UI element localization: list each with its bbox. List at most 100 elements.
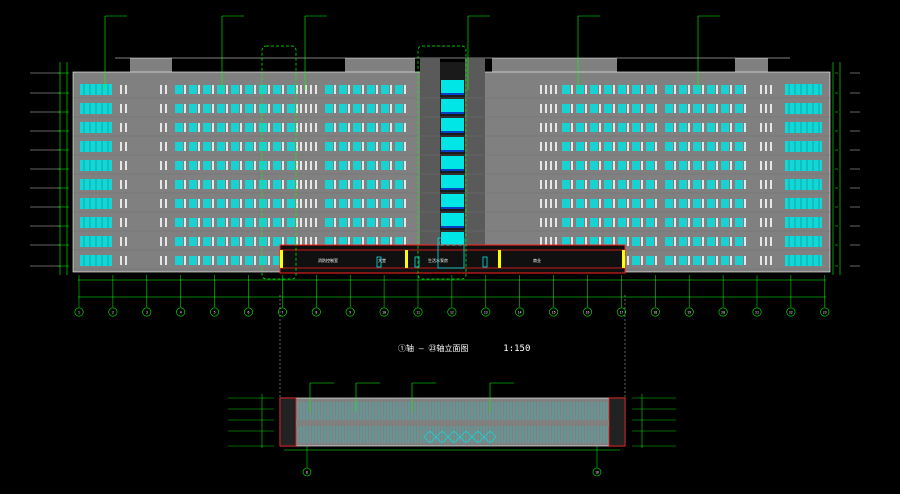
window-pane (562, 218, 570, 227)
window-pane (395, 180, 403, 189)
window-pane (693, 237, 701, 246)
window-pane (203, 142, 211, 151)
window-pane (395, 237, 403, 246)
window-slit (125, 237, 127, 246)
window-slit (550, 199, 552, 208)
window-slit (315, 142, 317, 151)
window-pane (395, 85, 403, 94)
window-pane (325, 218, 333, 227)
window-slit (310, 199, 312, 208)
window-jamb (688, 123, 690, 132)
window-slit (160, 85, 162, 94)
window-jamb (282, 85, 284, 94)
window-jamb (254, 199, 256, 208)
window-jamb (627, 142, 629, 151)
window-jamb (362, 180, 364, 189)
window-jamb (585, 199, 587, 208)
window-pane (693, 161, 701, 170)
window-pane (395, 161, 403, 170)
window-pane (632, 123, 640, 132)
axis-number: 18 (653, 311, 657, 315)
window-pane (604, 104, 612, 113)
window-jamb (198, 180, 200, 189)
window-pane (562, 161, 570, 170)
window-pane (231, 104, 239, 113)
window-pane (381, 123, 389, 132)
section-axis-number: 16 (595, 471, 599, 475)
window-jamb (641, 104, 643, 113)
window-jamb (688, 218, 690, 227)
axis-number: 1 (78, 311, 80, 315)
window-jamb (184, 85, 186, 94)
window-jamb (599, 180, 601, 189)
window-pane (245, 180, 253, 189)
window-pane (381, 199, 389, 208)
axis-bubble (684, 307, 694, 317)
window-jamb (585, 180, 587, 189)
window-jamb (376, 85, 378, 94)
window-jamb (296, 237, 298, 246)
window-pane (367, 123, 375, 132)
window-slit (760, 237, 762, 246)
window-pane (203, 199, 211, 208)
window-jamb (240, 123, 242, 132)
window-pane (287, 123, 295, 132)
window-pane (189, 256, 197, 265)
window-jamb (226, 123, 228, 132)
window-pane (325, 85, 333, 94)
window-slit (555, 218, 557, 227)
window-slit (310, 237, 312, 246)
window-jamb (198, 218, 200, 227)
window-pane (693, 256, 701, 265)
window-pane (353, 161, 361, 170)
highlight-box-left (261, 45, 297, 280)
window-pane (679, 237, 687, 246)
window-pane (735, 218, 743, 227)
window-jamb (655, 104, 657, 113)
window-slit (300, 180, 302, 189)
window-jamb (198, 85, 200, 94)
window-jamb (296, 199, 298, 208)
window-jamb (585, 104, 587, 113)
window-jamb (282, 104, 284, 113)
window-pane (231, 161, 239, 170)
window-slit (770, 199, 772, 208)
section-end-right (608, 397, 626, 447)
window-jamb (613, 85, 615, 94)
window-pane (618, 199, 626, 208)
window-pane (245, 218, 253, 227)
core-glass-band (441, 99, 464, 112)
elevation-title-block: ①轴 — ㉓轴立面图 1:150 (398, 343, 530, 354)
window-pane (259, 199, 267, 208)
window-slit (305, 199, 307, 208)
window-pane (287, 85, 295, 94)
window-jamb (348, 237, 350, 246)
window-jamb (641, 218, 643, 227)
window-slit (315, 180, 317, 189)
window-pane (287, 199, 295, 208)
window-slit (765, 123, 767, 132)
elevation-scale: 1:150 (503, 344, 531, 354)
window-jamb (348, 123, 350, 132)
window-jamb (334, 104, 336, 113)
window-jamb (641, 180, 643, 189)
window-jamb (240, 199, 242, 208)
window-slit (165, 104, 167, 113)
window-pane (646, 142, 654, 151)
window-pane (273, 256, 281, 265)
axis-number: 4 (180, 311, 182, 315)
podium-label: 消防控制室 (318, 257, 338, 263)
window-pane (721, 161, 729, 170)
window-jamb (730, 161, 732, 170)
window-jamb (599, 218, 601, 227)
window-pane (367, 199, 375, 208)
window-slit (160, 104, 162, 113)
window-jamb (627, 237, 629, 246)
window-jamb (348, 161, 350, 170)
window-slit (765, 180, 767, 189)
window-jamb (268, 123, 270, 132)
window-pane (395, 218, 403, 227)
entrance-ornament (439, 240, 445, 246)
